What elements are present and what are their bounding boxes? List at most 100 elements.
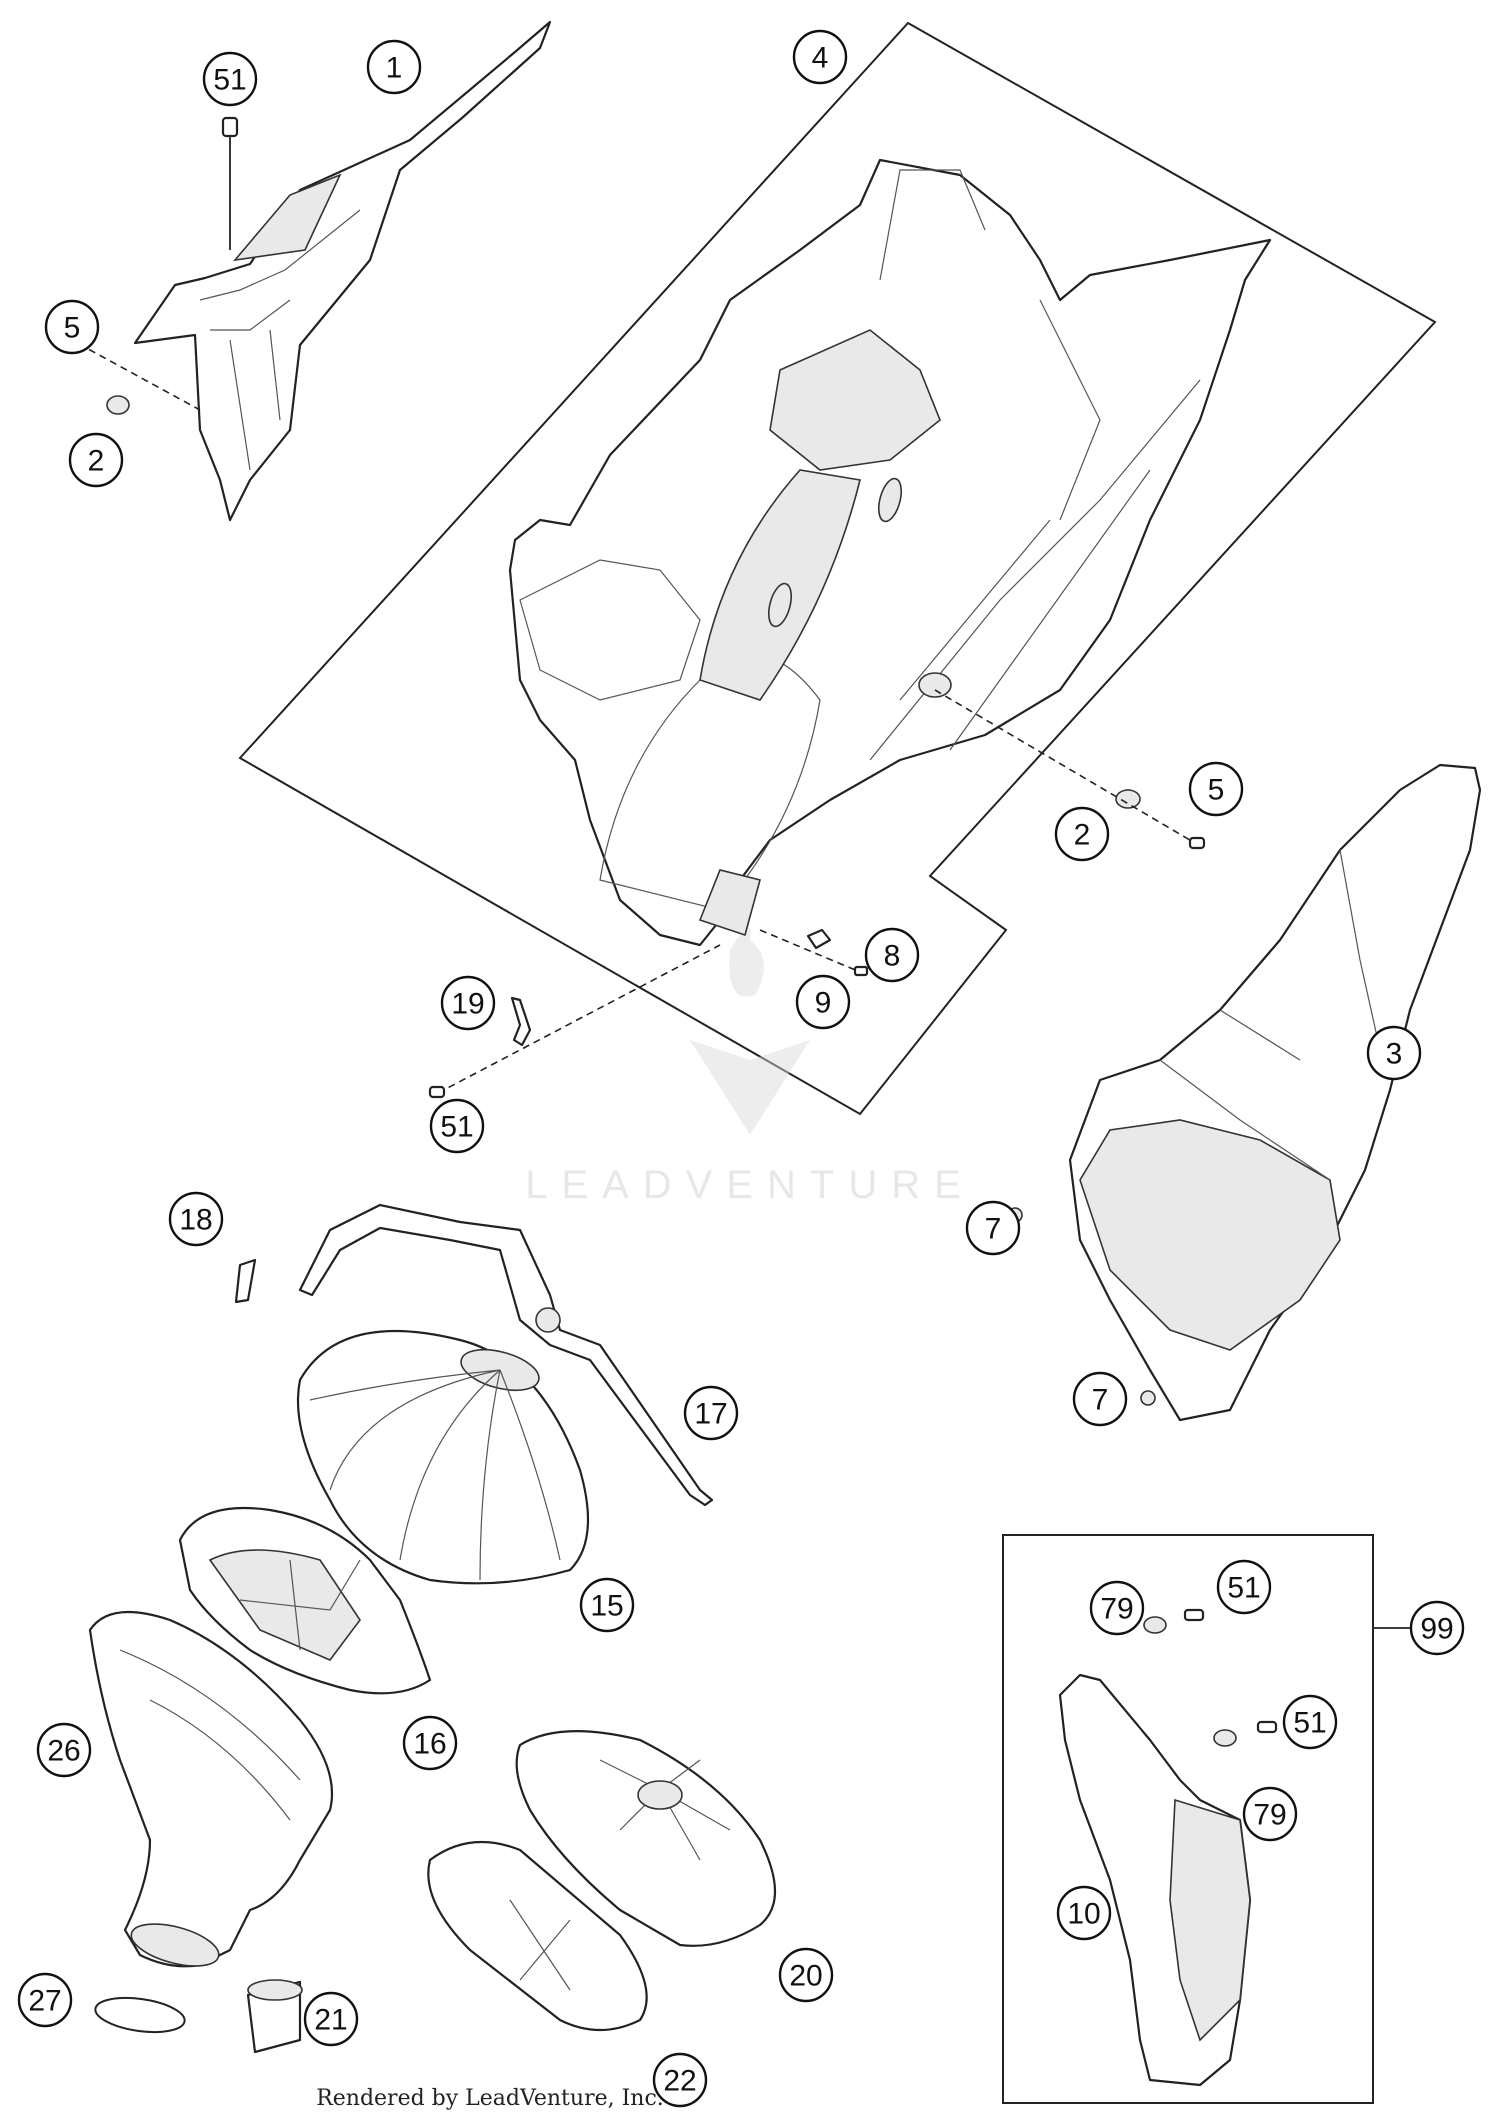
kit-hardware xyxy=(1143,1608,1278,1747)
part-17-filter-holder xyxy=(298,1203,714,1507)
render-credit: Rendered by LeadVenture, Inc. xyxy=(316,2086,664,2111)
callout-5-right: 5 xyxy=(1188,761,1244,817)
callout-number: 10 xyxy=(1067,1898,1100,1931)
callout-number: 1 xyxy=(386,52,403,85)
callout-circle xyxy=(1366,1025,1422,1081)
callout-circle xyxy=(1242,1786,1298,1842)
callout-number: 51 xyxy=(1227,1572,1260,1605)
callout-circle xyxy=(168,1191,224,1247)
part-10-air-guide xyxy=(1058,1673,1252,2087)
callout-circle xyxy=(402,1715,458,1771)
nut-7-lower xyxy=(1140,1390,1156,1406)
callout-circle xyxy=(1216,1559,1272,1615)
callout-circle xyxy=(68,432,124,488)
callout-number: 51 xyxy=(213,64,246,97)
callout-9: 9 xyxy=(795,974,851,1030)
bracket-19 xyxy=(437,944,721,1094)
callout-circle xyxy=(366,39,422,95)
callout-number: 22 xyxy=(663,2065,696,2098)
callout-17: 17 xyxy=(683,1385,739,1441)
part-20-screen-frame xyxy=(515,1730,777,1947)
callout-circle xyxy=(652,2052,708,2108)
callout-circle xyxy=(683,1385,739,1441)
callout-circle xyxy=(1056,1885,1112,1941)
callout-circle xyxy=(429,1098,485,1154)
callout-number: 17 xyxy=(694,1398,727,1431)
callout-circle xyxy=(1054,806,1110,862)
callout-51-top: 51 xyxy=(202,51,258,107)
callout-2-left: 2 xyxy=(68,432,124,488)
callout-51-mid: 51 xyxy=(429,1098,485,1154)
callout-7-lower: 7 xyxy=(1072,1371,1128,1427)
callout-79-top: 79 xyxy=(1089,1580,1145,1636)
callout-number: 16 xyxy=(413,1728,446,1761)
callout-79-mid: 79 xyxy=(1242,1786,1298,1842)
part-22-foam-pad xyxy=(427,1840,648,2032)
callout-circle xyxy=(202,51,258,107)
callout-circle xyxy=(579,1577,635,1633)
flame-logo-icon xyxy=(729,927,764,997)
callout-8: 8 xyxy=(864,927,920,983)
callout-number: 51 xyxy=(1293,1707,1326,1740)
callout-22: 22 xyxy=(652,2052,708,2108)
callout-7-upper: 7 xyxy=(965,1200,1021,1256)
callout-51-kit-mid: 51 xyxy=(1282,1694,1338,1750)
screw-51-top xyxy=(221,116,239,250)
callout-4: 4 xyxy=(792,29,848,85)
callout-circle xyxy=(795,974,851,1030)
callout-21: 21 xyxy=(303,1991,359,2047)
callout-51-kit-top: 51 xyxy=(1216,1559,1272,1615)
callout-circle xyxy=(1072,1371,1128,1427)
part-15-air-filter xyxy=(296,1329,590,1585)
screw-51-mid xyxy=(428,1085,446,1099)
screw-8 xyxy=(853,965,869,977)
callout-circle xyxy=(1188,761,1244,817)
callout-number: 18 xyxy=(179,1204,212,1237)
callout-2-right: 2 xyxy=(1054,806,1110,862)
callout-19: 19 xyxy=(440,975,496,1031)
part-21-sleeve xyxy=(246,1979,303,2054)
callout-number: 9 xyxy=(815,987,832,1020)
callout-number: 2 xyxy=(1074,819,1091,852)
callout-26: 26 xyxy=(36,1722,92,1778)
callout-number: 79 xyxy=(1100,1593,1133,1626)
callout-circle xyxy=(864,927,920,983)
part-26-intake-duct xyxy=(88,1610,334,1968)
callout-layer: 51 1 4 5 2 5 2 8 9 19 51 3 7 7 18 17 15 16 26 79 51 99 51 79 10 2… xyxy=(17,29,1465,2108)
airbox-assembly-frame xyxy=(238,21,1437,1116)
watermark-text: LEADVENTURE xyxy=(525,1163,975,1207)
callout-1: 1 xyxy=(366,39,422,95)
callout-number: 27 xyxy=(28,1985,61,2018)
callout-10: 10 xyxy=(1056,1885,1112,1941)
part-1-left-side-cover xyxy=(133,20,552,522)
callout-16: 16 xyxy=(402,1715,458,1771)
callout-number: 79 xyxy=(1253,1799,1286,1832)
part-3-right-side-cover xyxy=(1068,763,1482,1422)
callout-number: 26 xyxy=(47,1735,80,1768)
callout-number: 5 xyxy=(1208,774,1225,807)
callout-number: 3 xyxy=(1386,1038,1403,1071)
callout-number: 5 xyxy=(64,312,81,345)
callout-99: 99 xyxy=(1409,1600,1465,1656)
callout-18: 18 xyxy=(168,1191,224,1247)
callout-number: 15 xyxy=(590,1590,623,1623)
callout-circle xyxy=(303,1991,359,2047)
callout-circle xyxy=(965,1200,1021,1256)
callout-circle xyxy=(44,299,100,355)
callout-circle xyxy=(1282,1694,1338,1750)
callout-circle xyxy=(36,1722,92,1778)
callout-number: 99 xyxy=(1420,1613,1453,1646)
callout-circle xyxy=(1089,1580,1145,1636)
callout-number: 7 xyxy=(985,1213,1002,1246)
clip-9 xyxy=(759,928,861,973)
kit-frame xyxy=(1002,1534,1374,2104)
callout-number: 8 xyxy=(884,940,901,973)
callout-circle xyxy=(778,1947,834,2003)
part-16-filter-support xyxy=(178,1506,432,1695)
callout-circle xyxy=(440,975,496,1031)
callout-3: 3 xyxy=(1366,1025,1422,1081)
pin-18 xyxy=(234,1258,257,1304)
callout-circle xyxy=(1409,1600,1465,1656)
callout-number: 2 xyxy=(88,445,105,478)
